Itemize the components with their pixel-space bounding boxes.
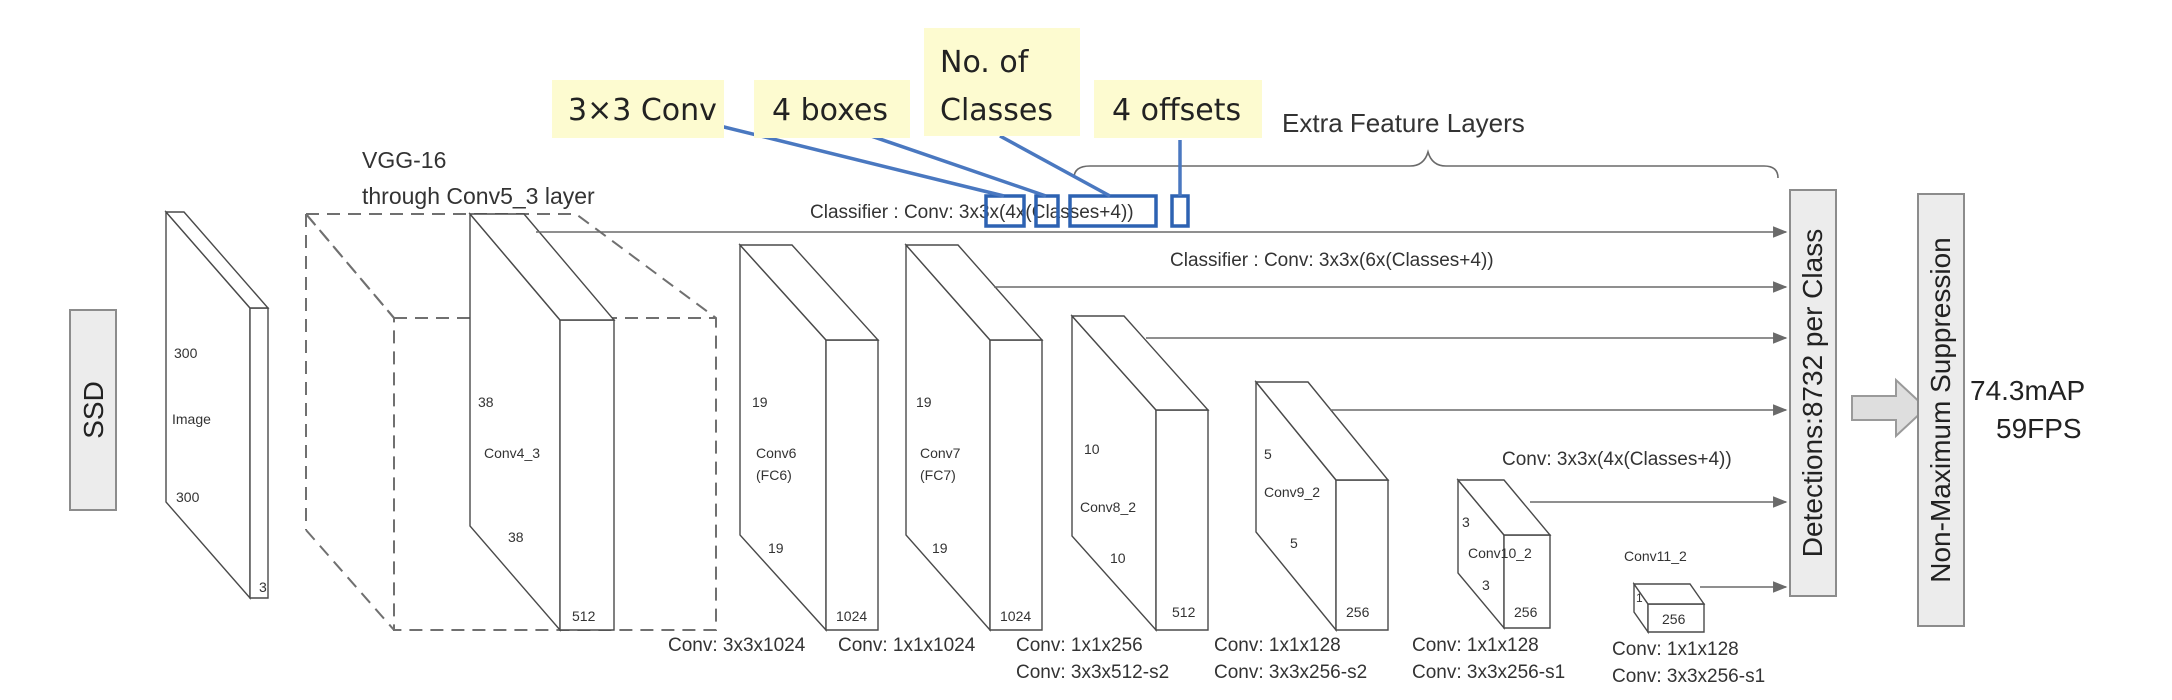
input-image-block: 300 Image 300 3 xyxy=(164,210,270,600)
conv11-2-block: Conv11_2 1 256 xyxy=(1624,548,1706,635)
callout-box-3x3 xyxy=(984,194,1026,228)
image-width: 300 xyxy=(176,489,200,505)
bottom-c11b: Conv: 3x3x256-s1 xyxy=(1612,666,1765,687)
detections-label: Detections:8732 per Class xyxy=(1797,229,1828,557)
conv8-2-label: Conv8_2 xyxy=(1080,499,1136,515)
classifier-text-2: Classifier : Conv: 3x3x(6x(Classes+4)) xyxy=(1170,250,1494,271)
conv11-2-height: 1 xyxy=(1636,591,1643,605)
ssd-panel: SSD xyxy=(69,309,117,511)
conv7-width: 19 xyxy=(932,540,948,556)
callout-3x3-conv: 3×3 Conv xyxy=(568,93,717,128)
vgg-title-1: VGG-16 xyxy=(362,147,446,173)
bottom-c11a: Conv: 1x1x128 xyxy=(1612,639,1739,660)
conv7-label-1: Conv7 xyxy=(920,445,961,461)
conv9-2-block: 5 Conv9_2 5 256 xyxy=(1254,380,1390,632)
conv4-3-block: 38 Conv4_3 38 512 xyxy=(468,212,616,632)
conv10-2-width: 3 xyxy=(1482,577,1490,593)
bottom-c9a: Conv: 1x1x128 xyxy=(1214,635,1341,656)
conv7-label-2: (FC7) xyxy=(920,467,956,483)
conv6-height: 19 xyxy=(752,394,768,410)
ssd-label: SSD xyxy=(78,381,109,439)
conv4-3-height: 38 xyxy=(478,394,494,410)
conv6-depth: 1024 xyxy=(836,608,867,624)
callout-no-of: No. of xyxy=(940,45,1030,80)
conv8-2-block: 10 Conv8_2 10 512 xyxy=(1070,314,1210,632)
conv6-label-2: (FC6) xyxy=(756,467,792,483)
conv8-2-depth: 512 xyxy=(1172,604,1196,620)
conv6-block: 19 Conv6 (FC6) 19 1024 xyxy=(738,243,880,632)
bottom-c10a: Conv: 1x1x128 xyxy=(1412,635,1539,656)
conv8-2-width: 10 xyxy=(1110,550,1126,566)
conv7-height: 19 xyxy=(916,394,932,410)
callout-box-offsets xyxy=(1170,194,1190,228)
conv8-2-height: 10 xyxy=(1084,441,1100,457)
extra-feature-layers-brace: Extra Feature Layers xyxy=(1073,108,1779,179)
image-label: Image xyxy=(172,411,211,427)
vgg16-dashed-box: VGG-16 through Conv5_3 layer xyxy=(303,147,717,631)
conv10-2-height: 3 xyxy=(1462,514,1470,530)
conv9-2-width: 5 xyxy=(1290,535,1298,551)
callout-4-boxes: 4 boxes xyxy=(772,93,888,128)
callout-classes: Classes xyxy=(940,93,1053,128)
conv7-block: 19 Conv7 (FC7) 19 1024 xyxy=(904,243,1044,632)
callouts: 3×3 Conv 4 boxes No. of Classes 4 offset… xyxy=(552,28,1262,138)
conv9-2-height: 5 xyxy=(1264,446,1272,462)
block-arrow xyxy=(1851,377,1928,439)
image-height: 300 xyxy=(174,345,198,361)
conv10-2-block: 3 Conv10_2 3 256 xyxy=(1456,478,1552,630)
conv11-2-depth: 256 xyxy=(1662,611,1686,627)
conv4-3-depth: 512 xyxy=(572,608,596,624)
bottom-c8b: Conv: 3x3x512-s2 xyxy=(1016,662,1169,683)
map-result: 74.3mAP xyxy=(1970,375,2085,406)
conv11-2-label: Conv11_2 xyxy=(1624,548,1687,564)
conv6-width: 19 xyxy=(768,540,784,556)
classifier-text-3: Conv: 3x3x(4x(Classes+4)) xyxy=(1502,449,1732,470)
vgg-title-2: through Conv5_3 layer xyxy=(362,183,595,209)
image-depth: 3 xyxy=(259,579,267,595)
detections-panel: Detections:8732 per Class xyxy=(1789,189,1837,597)
fps-result: 59FPS xyxy=(1996,413,2082,444)
bottom-c9b: Conv: 3x3x256-s2 xyxy=(1214,662,1367,683)
bottom-c6: Conv: 3x3x1024 xyxy=(668,635,806,656)
conv7-depth: 1024 xyxy=(1000,608,1031,624)
classifier-text-1: Classifier : Conv: 3x3x(4x(Classes+4)) xyxy=(810,202,1134,223)
bottom-c7: Conv: 1x1x1024 xyxy=(838,635,976,656)
bottom-c10b: Conv: 3x3x256-s1 xyxy=(1412,662,1565,683)
conv10-2-label: Conv10_2 xyxy=(1468,545,1532,561)
nms-label: Non-Maximum Suppression xyxy=(1925,237,1956,582)
callout-4-offsets: 4 offsets xyxy=(1112,93,1241,128)
conv9-2-depth: 256 xyxy=(1346,604,1370,620)
conv4-3-label: Conv4_3 xyxy=(484,445,540,461)
extra-feature-layers-label: Extra Feature Layers xyxy=(1282,108,1525,138)
bottom-c8a: Conv: 1x1x256 xyxy=(1016,635,1143,656)
nms-panel: Non-Maximum Suppression xyxy=(1917,193,1965,627)
callout-box-classes xyxy=(1068,194,1158,228)
feature-arrows xyxy=(536,226,1788,593)
conv10-2-depth: 256 xyxy=(1514,604,1538,620)
conv4-3-width: 38 xyxy=(508,529,524,545)
bottom-conv-labels: Conv: 3x3x1024 Conv: 1x1x1024 Conv: 1x1x… xyxy=(668,635,1765,687)
conv6-label-1: Conv6 xyxy=(756,445,797,461)
conv9-2-label: Conv9_2 xyxy=(1264,484,1320,500)
callout-box-4 xyxy=(1034,194,1060,228)
